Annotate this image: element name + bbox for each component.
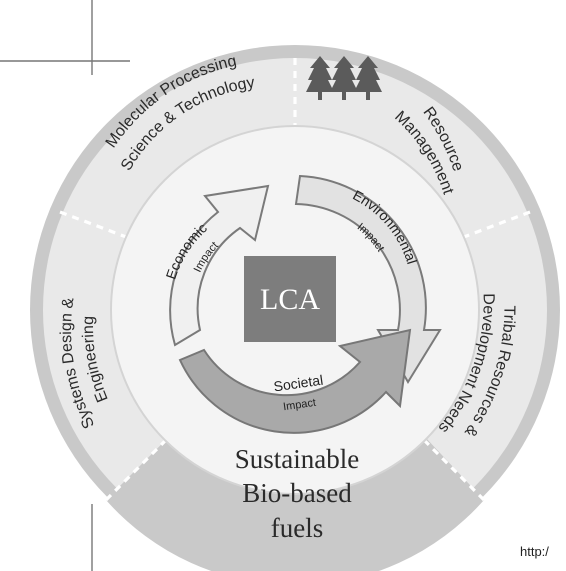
lca-box bbox=[244, 256, 336, 342]
bottom-line-3: fuels bbox=[271, 513, 323, 543]
cycle-arrows bbox=[169, 174, 442, 434]
bottom-line-2: Bio-based bbox=[242, 478, 352, 508]
societal-impact-word: Impact bbox=[282, 397, 316, 413]
bottom-segment bbox=[106, 310, 484, 571]
source-url: http:/ bbox=[520, 544, 549, 559]
trees-icon bbox=[306, 56, 382, 100]
lca-label: LCA bbox=[260, 283, 320, 316]
societal-label: Societal bbox=[273, 372, 325, 395]
bottom-line-1: Sustainable bbox=[235, 444, 359, 474]
inner-disc-edge bbox=[110, 125, 480, 495]
economic-arrow bbox=[169, 184, 270, 347]
societal-arrow bbox=[178, 328, 412, 434]
